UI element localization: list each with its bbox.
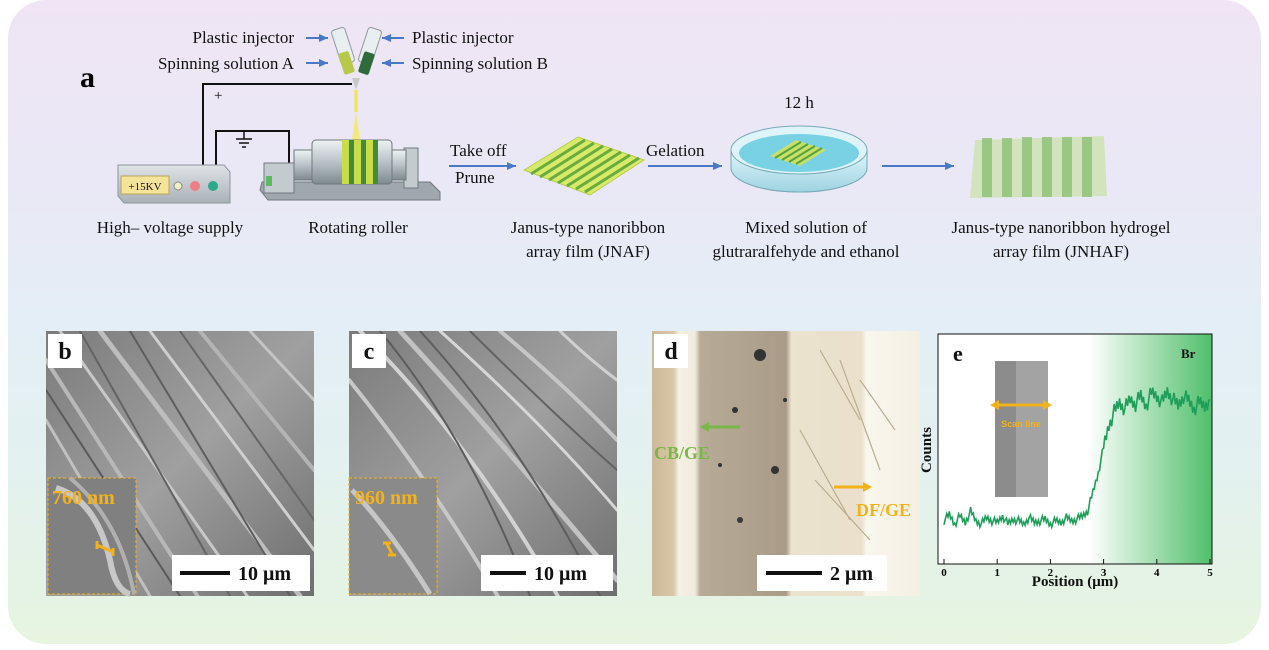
- chart-x-axis-label: Position (μm): [1032, 574, 1118, 590]
- jnaf-label-line1: Janus-type nanoribbon: [511, 218, 666, 237]
- dual-injector-icon: [331, 26, 382, 140]
- jnhaf-label-line2: array film (JNHAF): [993, 242, 1129, 261]
- panel-e-letter: e: [953, 341, 963, 366]
- chart-x-tick-label: 0: [941, 567, 947, 579]
- panel-c-scale-label: 10 μm: [534, 563, 587, 585]
- panel-a-letter: a: [80, 61, 95, 94]
- panel-d-optical-image: [652, 331, 920, 596]
- mixed-solution-label-line1: Mixed solution of: [745, 218, 867, 237]
- panel-d-letter-box: [654, 334, 688, 368]
- chart-x-tick-label: 5: [1207, 567, 1213, 579]
- chart-x-tick-label: 1: [994, 567, 1000, 579]
- time-label: 12 h: [784, 93, 814, 112]
- panel-d-letter: d: [664, 339, 678, 365]
- plastic-injector-left-label: Plastic injector: [192, 28, 294, 47]
- panel-d-left-arrowhead: [700, 422, 709, 432]
- panel-d-left-label: CB/GE: [654, 443, 710, 463]
- chart-x-tick-label: 2: [1048, 567, 1054, 579]
- panel-e-plot-area: [937, 333, 1213, 565]
- panel-c-sem-image: [348, 331, 617, 596]
- panel-d-right-label: DF/GE: [856, 500, 911, 520]
- jnaf-film-icon: [522, 136, 646, 196]
- panel-d-scale-label: 2 μm: [830, 563, 873, 585]
- prune-label: Prune: [455, 168, 495, 187]
- chart-series-br-line: [943, 387, 1211, 530]
- panel-e-scan-arrowhead-right: [1043, 400, 1052, 410]
- take-off-label: Take off: [450, 141, 507, 160]
- supply-display-label: +15KV: [128, 181, 161, 193]
- high-voltage-supply-label: High– voltage supply: [97, 218, 244, 237]
- panel-b-measure-marker: [95, 541, 115, 556]
- panel-e-scan-label: Scan line: [1001, 419, 1041, 429]
- positive-wire: [202, 83, 352, 165]
- rotating-roller-label: Rotating roller: [308, 218, 408, 237]
- high-voltage-supply-icon: [117, 164, 231, 204]
- panel-b-letter: b: [58, 339, 71, 365]
- panel-c-size-label: 960 nm: [355, 487, 418, 509]
- panel-b-letter-box: [48, 334, 82, 368]
- panel-b-scale-label: 10 μm: [238, 563, 291, 585]
- rotating-roller-icon: [259, 139, 441, 201]
- jnhaf-label-line1: Janus-type nanoribbon hydrogel: [951, 218, 1170, 237]
- petri-dish-icon: [730, 125, 868, 193]
- panel-e-element-label: Br: [1181, 346, 1196, 361]
- panel-c-measure-marker: [383, 541, 396, 557]
- panel-d-right-arrowhead: [863, 482, 872, 492]
- chart-x-tick-label: 4: [1154, 567, 1160, 579]
- gelation-label: Gelation: [646, 141, 705, 160]
- panel-b-sem-image: [46, 331, 314, 597]
- chart-x-tick-label: 3: [1101, 567, 1107, 579]
- jnaf-label-line2: array film (JNAF): [526, 242, 650, 261]
- ground-icon: [236, 131, 252, 148]
- plastic-injector-right-label: Plastic injector: [412, 28, 514, 47]
- mixed-solution-label-line2: glutraralfehyde and ethanol: [713, 242, 900, 261]
- panel-b-size-label: 760 nm: [52, 487, 115, 509]
- spinning-solution-b-label: Spinning solution B: [412, 54, 548, 73]
- panel-c-letter-box: [352, 334, 386, 368]
- panel-e-inset-right-half: [1016, 361, 1048, 497]
- jnhaf-film-icon: [970, 136, 1107, 198]
- panel-c-letter: c: [364, 339, 375, 365]
- chart-y-axis-label: Counts: [919, 427, 935, 473]
- plus-sign: +: [214, 88, 222, 104]
- panel-e-scan-arrowhead-left: [990, 400, 999, 410]
- ground-wire: [215, 130, 290, 165]
- spinning-solution-a-label: Spinning solution A: [158, 54, 295, 73]
